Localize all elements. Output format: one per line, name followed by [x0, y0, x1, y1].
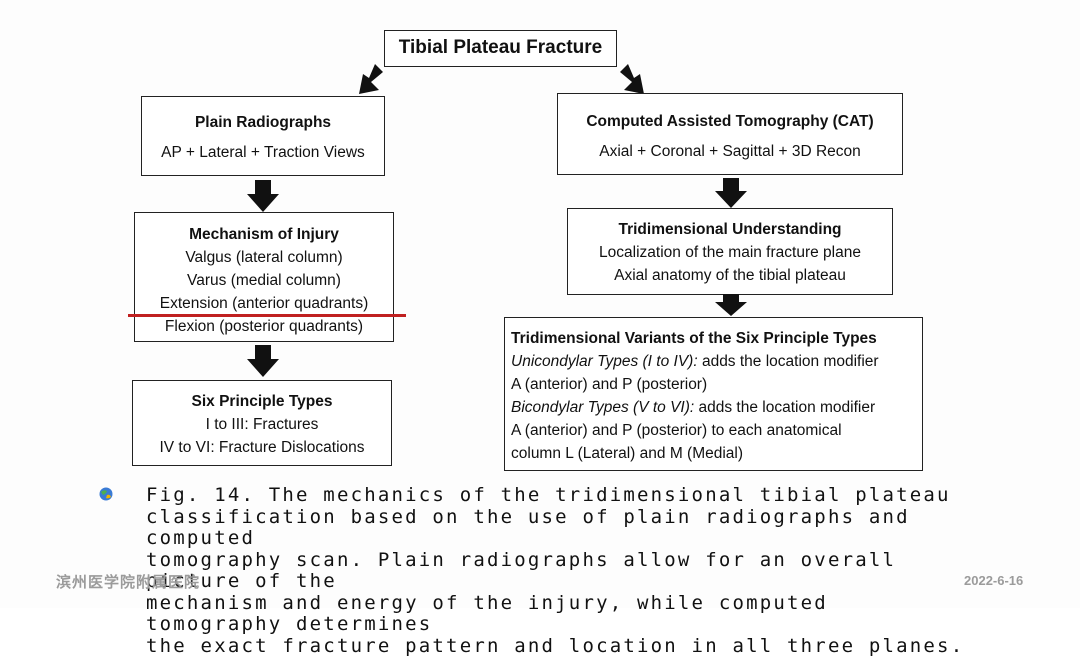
six-types-title: Six Principle Types	[191, 393, 333, 410]
plain-radiographs-title: Plain Radiographs	[194, 114, 332, 131]
plain-radiographs-views: AP + Lateral + Traction Views	[161, 144, 365, 161]
mechanism-line: Varus (medial column)	[187, 272, 341, 289]
arrow-down-icon	[715, 294, 747, 316]
variants-line: Unicondylar Types (I to IV): adds the lo…	[511, 350, 922, 373]
bicondylar-text: adds the location modifier	[694, 399, 876, 416]
mechanism-line: Extension (anterior quadrants)	[159, 295, 369, 312]
arrow-down-icon	[715, 178, 747, 208]
unicondylar-text: adds the location modifier	[697, 353, 879, 370]
variants-line: Bicondylar Types (V to VI): adds the loc…	[511, 396, 922, 419]
root-title: Tibial Plateau Fracture	[398, 37, 603, 58]
cat-box: Computed Assisted Tomography (CAT) Axial…	[557, 93, 903, 175]
six-types-box: Six Principle Types I to III: Fractures …	[132, 380, 392, 466]
plain-radiographs-box: Plain Radiographs AP + Lateral + Tractio…	[141, 96, 385, 176]
footer-date: 2022-6-16	[964, 573, 1024, 588]
arrow-down-icon	[247, 345, 279, 377]
bicondylar-label: Bicondylar Types (V to VI):	[511, 399, 695, 416]
globe-bullet-icon	[99, 487, 113, 501]
six-types-line: IV to VI: Fracture Dislocations	[159, 439, 365, 456]
figure-caption: Fig. 14. The mechanics of the tridimensi…	[146, 484, 965, 657]
six-types-line: I to III: Fractures	[205, 416, 319, 433]
variants-line: A (anterior) and P (posterior)	[511, 376, 708, 393]
cat-views: Axial + Coronal + Sagittal + 3D Recon	[599, 143, 861, 160]
arrow-root-left-icon	[359, 64, 383, 94]
root-box: Tibial Plateau Fracture	[384, 30, 617, 67]
red-divider-line	[128, 314, 406, 317]
understanding-line: Axial anatomy of the tibial plateau	[614, 267, 846, 284]
footer-institution: 滨州医学院附属医院	[56, 574, 201, 591]
variants-box: Tridimensional Variants of the Six Princ…	[504, 317, 923, 471]
mechanism-line: Valgus (lateral column)	[185, 249, 343, 266]
slide: Tibial Plateau Fracture Plain Radiograph…	[56, 30, 1024, 657]
variants-line: A (anterior) and P (posterior) to each a…	[511, 422, 842, 439]
arrow-root-right-icon	[620, 64, 644, 94]
understanding-line: Localization of the main fracture plane	[599, 244, 861, 261]
unicondylar-label: Unicondylar Types (I to IV):	[511, 353, 698, 370]
mechanism-line: Flexion (posterior quadrants)	[164, 318, 364, 335]
mechanism-box: Mechanism of Injury Valgus (lateral colu…	[134, 212, 394, 342]
mechanism-title: Mechanism of Injury	[189, 226, 339, 243]
variants-title: Tridimensional Variants of the Six Princ…	[511, 330, 877, 347]
understanding-title: Tridimensional Understanding	[618, 221, 842, 238]
cat-title: Computed Assisted Tomography (CAT)	[586, 113, 874, 130]
understanding-box: Tridimensional Understanding Localizatio…	[567, 208, 893, 295]
arrow-down-icon	[247, 180, 279, 212]
variants-line: column L (Lateral) and M (Medial)	[511, 445, 744, 462]
